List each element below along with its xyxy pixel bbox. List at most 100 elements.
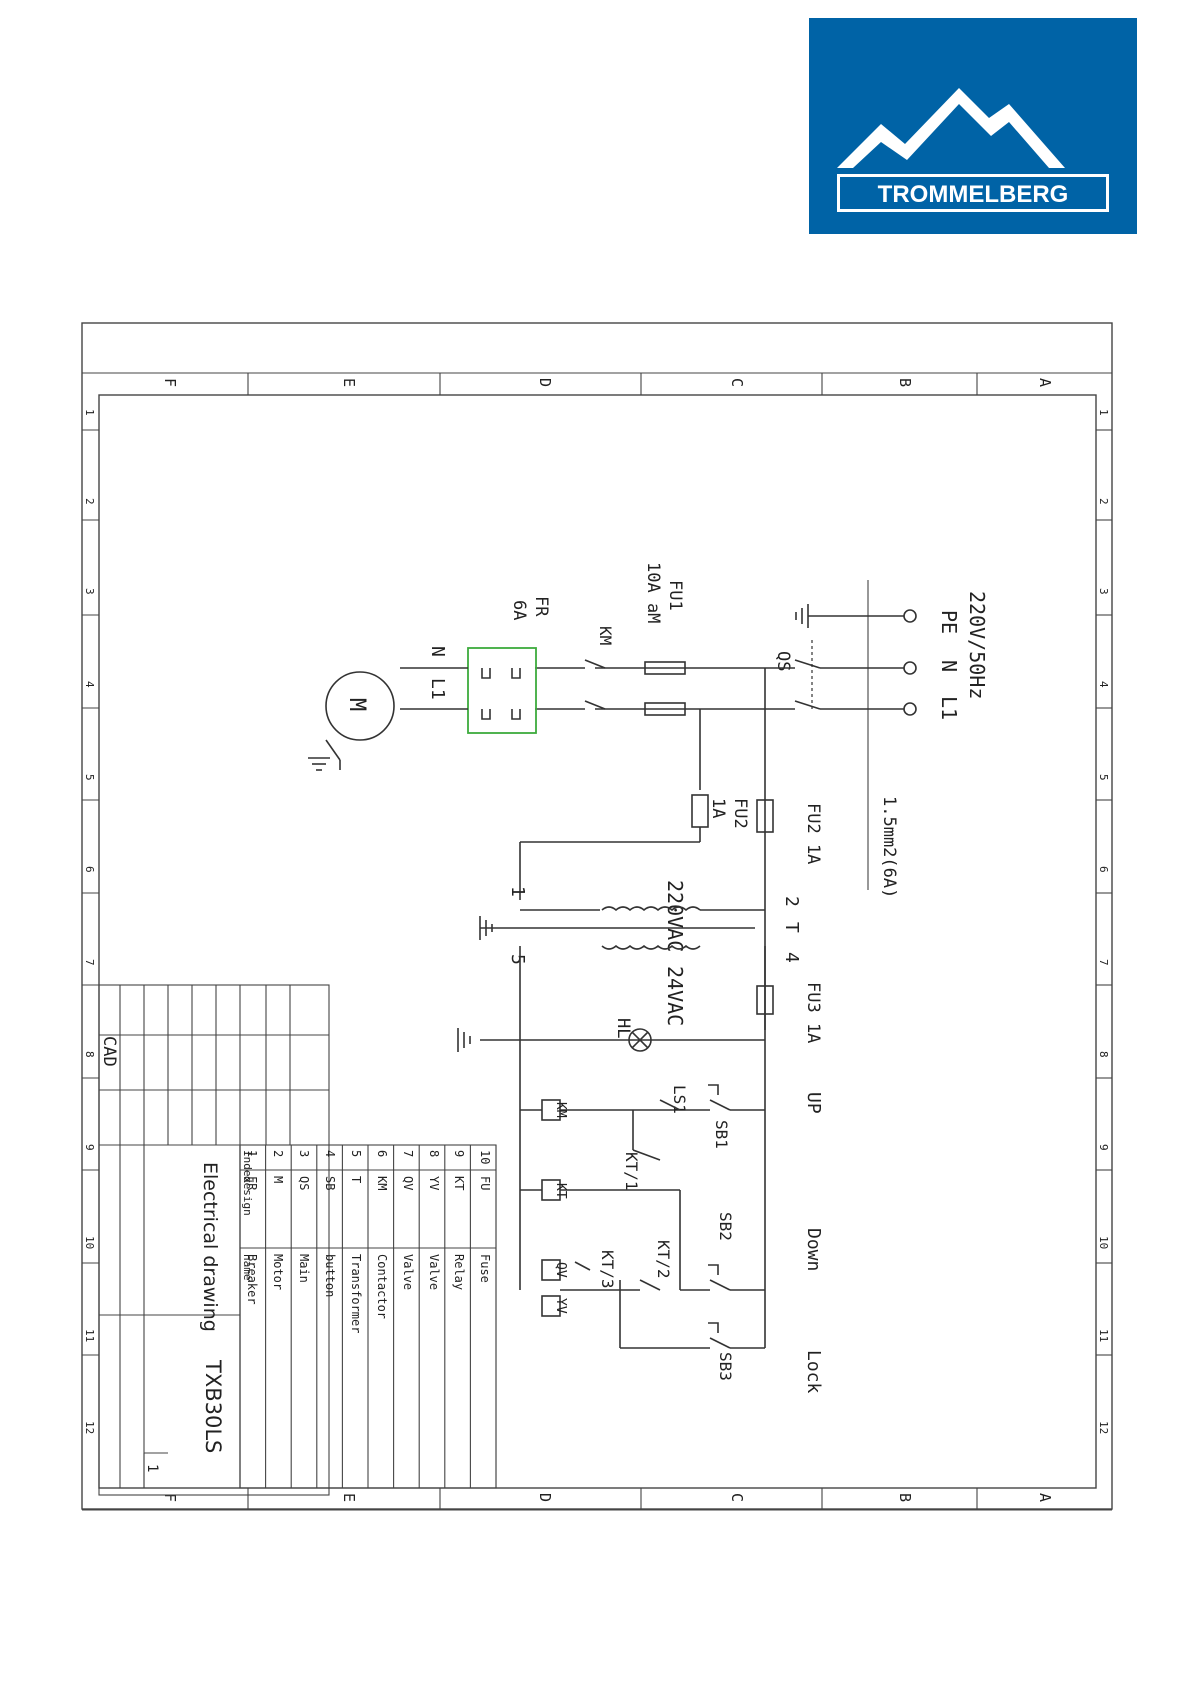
row-label-d: D bbox=[536, 1493, 554, 1502]
motor-symbol bbox=[325, 671, 395, 741]
column-label-9: 9 bbox=[1097, 1144, 1110, 1151]
sb2-button bbox=[708, 1264, 719, 1275]
component-table: 10FUFuse9KTRelay8YVValve7QVValve6KMConta… bbox=[241, 1150, 492, 1333]
table-index: 6 bbox=[375, 1150, 389, 1157]
column-label-4: 4 bbox=[83, 681, 96, 688]
motor-n-label: N bbox=[427, 646, 448, 657]
column-label-4: 4 bbox=[1097, 681, 1110, 688]
transformer-earth-icon bbox=[479, 916, 493, 940]
table-index: 1 bbox=[245, 1150, 259, 1157]
yv-coil-label: YV bbox=[553, 1298, 568, 1314]
yv-coil bbox=[541, 1295, 561, 1317]
row-label-c: C bbox=[728, 1493, 746, 1502]
km-coil-label: KM bbox=[553, 1102, 568, 1118]
table-design: YV bbox=[427, 1176, 441, 1190]
inner-frame bbox=[98, 394, 1097, 1489]
table-name: Main bbox=[297, 1254, 311, 1283]
t-terminal-5: 5 bbox=[507, 954, 528, 965]
table-name: Motor bbox=[271, 1254, 285, 1290]
fu1-rating: 10A aM bbox=[643, 562, 663, 623]
supply-terminals: PE N L1 bbox=[903, 609, 961, 720]
table-index: 10 bbox=[478, 1150, 492, 1164]
row-label-c: C bbox=[728, 378, 746, 387]
qs-label: QS bbox=[773, 651, 793, 671]
table-name: Valve bbox=[427, 1254, 441, 1290]
zone-dividers bbox=[82, 372, 1112, 1511]
model-number: TXB30LS bbox=[201, 1359, 225, 1453]
column-ticks bbox=[82, 429, 1112, 1356]
qv-coil-label: QV bbox=[553, 1262, 568, 1278]
table-design: FU bbox=[478, 1176, 492, 1190]
schematic: 220V/50Hz PE N L1 1.5mm2(6A) QS FU1 bbox=[308, 562, 989, 1394]
t-terminal-4: 4 bbox=[781, 952, 802, 963]
primary-winding bbox=[601, 906, 701, 912]
fu1-fuse-n bbox=[644, 661, 686, 675]
logo-brand-text: TROMMELBERG bbox=[878, 181, 1069, 208]
row-label-f: F bbox=[161, 378, 179, 387]
up-label: UP bbox=[803, 1092, 824, 1114]
table-index: 8 bbox=[427, 1150, 441, 1157]
column-label-11: 11 bbox=[1097, 1329, 1110, 1342]
table-index: 7 bbox=[401, 1150, 415, 1157]
column-label-9: 9 bbox=[83, 1144, 96, 1151]
row-label-d: D bbox=[536, 378, 554, 387]
fr-breaker bbox=[467, 647, 537, 734]
fu2-fuse-b bbox=[691, 794, 709, 828]
table-design: FR bbox=[245, 1176, 259, 1191]
fu1-fuse-l1 bbox=[644, 702, 686, 716]
fu1-label: FU1 bbox=[665, 580, 685, 611]
t-terminal-1: 1 bbox=[507, 886, 528, 897]
motor-label: M bbox=[344, 698, 369, 711]
table-design: KM bbox=[375, 1176, 389, 1190]
km-contact-label: KM bbox=[596, 626, 615, 645]
sb3-button bbox=[708, 1322, 719, 1333]
secondary-winding bbox=[601, 944, 701, 950]
trommelberg-logo: TROMMELBERG bbox=[809, 18, 1137, 234]
column-label-3: 3 bbox=[1097, 588, 1110, 595]
column-label-8: 8 bbox=[83, 1051, 96, 1058]
lock-label: Lock bbox=[803, 1350, 824, 1394]
table-name: Contactor bbox=[375, 1254, 389, 1319]
down-label: Down bbox=[803, 1228, 824, 1271]
column-label-8: 8 bbox=[1097, 1051, 1110, 1058]
table-index: 2 bbox=[271, 1150, 285, 1157]
sb2-label: SB2 bbox=[716, 1212, 735, 1241]
table-name: button bbox=[323, 1254, 337, 1297]
row-label-b: B bbox=[896, 1493, 914, 1502]
table-name: Valve bbox=[401, 1254, 415, 1290]
supply-voltage-label: 220V/50Hz bbox=[965, 591, 989, 699]
motor-earth-icon bbox=[308, 757, 330, 771]
terminal-l1: L1 bbox=[937, 696, 961, 720]
fu2-fuse-a bbox=[756, 799, 774, 833]
table-index: 5 bbox=[349, 1150, 363, 1157]
fu2b-label: FU2 bbox=[730, 798, 750, 829]
sb1-button bbox=[708, 1084, 719, 1095]
sb3-label: SB3 bbox=[716, 1352, 735, 1381]
fu2b-rating: 1A bbox=[708, 798, 728, 818]
drawing-title: Electrical drawing bbox=[199, 1162, 221, 1332]
fu3-label: FU3 1A bbox=[803, 982, 823, 1043]
primary-voltage-label: 220VAC bbox=[663, 880, 687, 952]
transformer-label: T bbox=[781, 922, 802, 933]
t-terminal-2: 2 bbox=[781, 896, 802, 907]
kt1-label: KT/1 bbox=[622, 1152, 641, 1191]
table-design: KT bbox=[452, 1176, 466, 1190]
column-label-1: 1 bbox=[83, 409, 96, 416]
row-label-a: A bbox=[1036, 378, 1054, 387]
column-label-12: 12 bbox=[83, 1421, 96, 1434]
cad-label: CAD bbox=[99, 1036, 119, 1067]
table-name: Fuse bbox=[478, 1254, 492, 1283]
column-label-7: 7 bbox=[1097, 959, 1110, 966]
kt-coil-label: KT bbox=[553, 1183, 568, 1199]
table-header-name: name bbox=[241, 1254, 254, 1281]
column-label-10: 10 bbox=[1097, 1236, 1110, 1249]
earth-icon bbox=[795, 604, 809, 628]
table-name: Breaker bbox=[245, 1254, 259, 1305]
kt2-label: KT/2 bbox=[654, 1240, 673, 1279]
column-label-6: 6 bbox=[1097, 866, 1110, 873]
hl-lamp-icon bbox=[628, 1028, 652, 1052]
